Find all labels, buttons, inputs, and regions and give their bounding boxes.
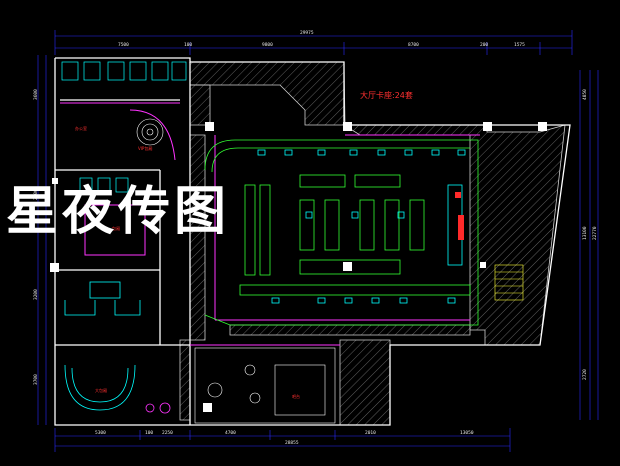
round-booth (136, 118, 164, 146)
bottom-dim-2: 100 (145, 430, 153, 436)
bottom-room-label: 大包厢 (95, 387, 107, 393)
bottom-dim-1: 5300 (95, 430, 106, 436)
bar-area (194, 347, 336, 424)
top-dim-6: 1575 (514, 42, 525, 48)
stairs (494, 264, 524, 301)
restroom-cubicles (61, 61, 187, 193)
left-dim-3: 3200 (33, 289, 39, 300)
walls (54, 57, 571, 426)
structural-columns (50, 122, 547, 412)
top-dim-3: 9800 (262, 42, 273, 48)
office-room-label: 办公室 (75, 125, 87, 131)
left-dim-2: 2100 (33, 189, 39, 200)
hatched-areas (179, 61, 566, 426)
mid-left-room-label: 包厢 (112, 225, 120, 231)
bottom-dimension-lines (54, 428, 511, 452)
watermark-text: 星夜传图 (6, 181, 231, 242)
bottom-dim-5: 2010 (365, 430, 376, 436)
bottom-dim-4: 4700 (225, 430, 236, 436)
magenta-partitions (60, 102, 480, 346)
bottom-dim-3: 2250 (162, 430, 173, 436)
hall-tables (257, 149, 466, 304)
hall-booth-seating (204, 139, 479, 326)
top-dim-5: 200 (480, 42, 488, 48)
right-dim-3: 2720 (582, 369, 588, 380)
left-dim-1: 3600 (33, 89, 39, 100)
bottom-total-dim: 28855 (285, 440, 299, 446)
top-dimension-lines (54, 30, 573, 55)
side-dimension-lines (37, 55, 599, 425)
bar-counter-label: 吧台 (292, 393, 300, 399)
right-dim-2: 13100 (582, 226, 588, 240)
bar-highlights (455, 192, 464, 240)
top-dim-2: 100 (184, 42, 192, 48)
top-dim-4: 8700 (408, 42, 419, 48)
left-sofas (64, 281, 141, 411)
round-room-label: VIP包厢 (138, 145, 152, 151)
right-dim-1: 4050 (582, 89, 588, 100)
circle-markers (145, 402, 171, 414)
bottom-dim-6: 13050 (460, 430, 474, 436)
hall-title: 大厅卡座:24套 (360, 90, 413, 100)
top-dim-1: 7500 (118, 42, 129, 48)
top-total-dim: 29975 (300, 30, 314, 36)
right-total-dim: 22770 (592, 226, 598, 240)
left-dim-4: 3700 (33, 374, 39, 385)
